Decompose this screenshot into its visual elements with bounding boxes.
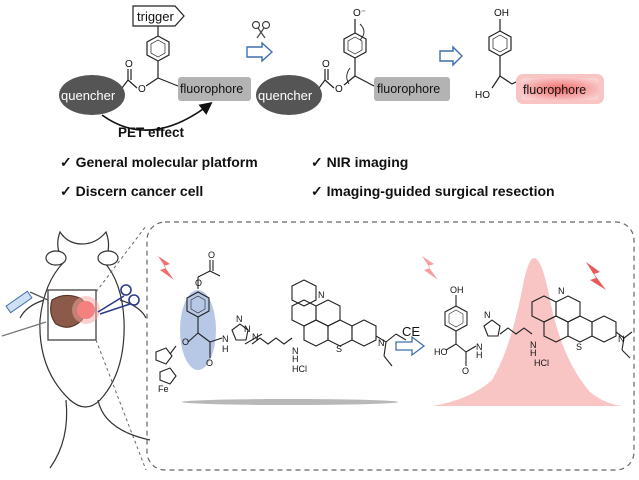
svg-text:N: N — [484, 310, 491, 320]
fluorophore-box-3 — [521, 78, 599, 100]
svg-text:OH: OH — [450, 285, 464, 295]
lightning-icon-2 — [422, 256, 438, 280]
svg-text:N: N — [244, 324, 251, 334]
molecule-3: OH HO fluorophore — [475, 8, 604, 104]
check-icon: ✓ — [60, 154, 72, 170]
bullet-discern-cancer: ✓ Discern cancer cell — [60, 183, 204, 199]
fluorophore-box-2 — [374, 77, 450, 101]
svg-text:H: H — [476, 350, 483, 360]
molecule-1: trigger O O quencher fluorophore PET eff… — [59, 5, 251, 140]
trigger-tag — [132, 5, 185, 27]
svg-text:N: N — [236, 314, 243, 324]
svg-text:H: H — [222, 344, 229, 354]
syringe-icon — [5, 290, 49, 314]
product-molecule — [444, 295, 633, 366]
svg-text:O: O — [335, 84, 343, 95]
svg-text:N: N — [292, 346, 299, 356]
check-icon: ✓ — [311, 154, 323, 170]
svg-text:O: O — [182, 337, 189, 347]
svg-text:N: N — [252, 332, 259, 342]
pet-label: PET effect — [118, 125, 185, 140]
svg-text:O: O — [462, 366, 469, 376]
bullet-surgical-resection: ✓ Imaging-guided surgical resection — [311, 183, 555, 199]
svg-text:S: S — [576, 342, 582, 352]
lightning-icon-3 — [586, 262, 606, 290]
svg-text:O: O — [208, 250, 215, 260]
hollow-arrow-2 — [439, 45, 463, 67]
svg-text:O: O — [322, 59, 330, 70]
fluorophore-label-1: fluorophore — [180, 82, 243, 96]
svg-text:O: O — [125, 59, 133, 70]
bullet-nir-imaging: ✓ NIR imaging — [311, 154, 409, 170]
fluorophore-label-3: fluorophore — [523, 83, 586, 97]
svg-text:O⁻: O⁻ — [353, 8, 366, 19]
ce-arrow — [395, 335, 426, 357]
fluorophore-label-2: fluorophore — [377, 82, 440, 96]
svg-text:N: N — [318, 290, 325, 300]
svg-text:HCl: HCl — [534, 358, 549, 368]
svg-text:HCl: HCl — [292, 364, 307, 374]
pet-arrow — [101, 102, 213, 131]
svg-text:N: N — [222, 334, 229, 344]
svg-text:N: N — [618, 334, 625, 344]
quencher-label-2: quencher — [258, 88, 313, 103]
svg-text:H: H — [292, 354, 299, 364]
quencher-ellipse-1 — [59, 75, 125, 115]
lightning-icon-1 — [158, 256, 174, 280]
quencher-ellipse-2 — [256, 75, 322, 115]
svg-text:N: N — [558, 286, 565, 296]
svg-text:O: O — [195, 278, 202, 288]
probe-shadow — [182, 399, 398, 405]
svg-text:HO: HO — [434, 347, 448, 357]
svg-text:O: O — [138, 84, 146, 95]
svg-text:N: N — [530, 340, 537, 350]
svg-text:OH: OH — [494, 8, 509, 19]
probe-labels: O O O O N H N N N Fe N H HCl N S N — [158, 250, 385, 394]
svg-text:N: N — [378, 338, 385, 348]
zoom-panel — [146, 221, 635, 471]
probe-molecule — [155, 260, 407, 385]
svg-text:O: O — [206, 358, 213, 368]
svg-text:H: H — [530, 348, 537, 358]
emission-peak — [432, 258, 622, 406]
svg-text:Fe: Fe — [158, 384, 169, 394]
fluorophore-box-1 — [178, 77, 251, 101]
ce-label: CE — [402, 324, 420, 339]
scissors-icon — [251, 20, 271, 39]
scissors-tool-icon — [97, 284, 140, 315]
svg-text:N: N — [476, 342, 483, 352]
check-icon: ✓ — [311, 183, 323, 199]
mouse-illustration — [19, 230, 151, 469]
svg-text:HO: HO — [475, 90, 490, 101]
bullet-general-platform: ✓ General molecular platform — [60, 154, 258, 170]
product-labels: OH HO O N H N N H HCl N S N — [434, 285, 625, 376]
check-icon: ✓ — [60, 183, 72, 199]
quencher-label-1: quencher — [61, 88, 116, 103]
molecule-2: O⁻ O O quencher fluorophore — [256, 8, 450, 115]
svg-text:S: S — [336, 344, 342, 354]
hollow-arrow-1 — [246, 41, 274, 63]
trigger-label: trigger — [137, 9, 175, 24]
